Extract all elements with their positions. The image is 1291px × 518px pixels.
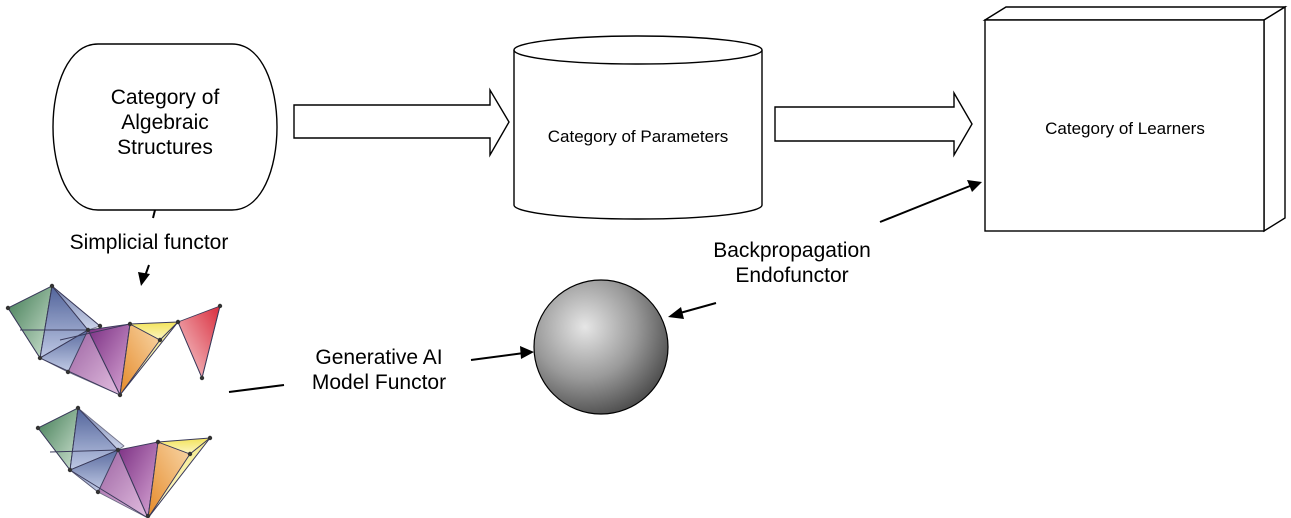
generative-connector-left	[228, 384, 285, 393]
simplicial-complex-icon-1	[5, 283, 223, 398]
backprop-arrow-shaft	[879, 185, 971, 223]
learners-box	[982, 5, 1288, 233]
simplicial-complex-icon-2	[35, 405, 213, 518]
backprop-endofunctor-label: Backpropagation Endofunctor	[672, 239, 912, 289]
learners-label: Category of Learners	[1045, 119, 1205, 138]
generative-arrow-shaft	[470, 352, 525, 361]
algebraic-label-line2: Algebraic	[121, 110, 209, 134]
algebraic-label-line1: Category of	[110, 86, 220, 109]
algebraic-label-line3: Structures	[117, 135, 213, 159]
simplicial-functor-tick	[152, 209, 156, 219]
parameters-cylinder	[513, 35, 763, 220]
block-arrow-2	[774, 90, 973, 158]
generative-label-line2: Model Functor	[311, 370, 447, 394]
simplicial-functor-arrowhead	[138, 272, 150, 286]
backprop-arrowhead-learners	[967, 180, 982, 192]
algebraic-structures-label: Category of Algebraic Structures	[70, 86, 260, 160]
parameters-label: Category of Parameters	[547, 127, 729, 146]
backprop-arrow-to-sphere	[679, 302, 717, 314]
backprop-arrowhead-sphere	[668, 307, 684, 319]
backprop-label-line2: Endofunctor	[735, 263, 849, 287]
generative-functor-label: Generative AI Model Functor	[284, 346, 474, 396]
backprop-label-line1: Backpropagation	[713, 239, 871, 262]
generative-model-sphere	[533, 279, 669, 415]
generative-label-line1: Generative AI	[315, 346, 443, 369]
generative-arrowhead	[520, 346, 534, 359]
block-arrow-1	[293, 87, 510, 158]
algebraic-structures-node	[52, 43, 278, 211]
simplicial-functor-label: Simplicial functor	[69, 231, 229, 254]
